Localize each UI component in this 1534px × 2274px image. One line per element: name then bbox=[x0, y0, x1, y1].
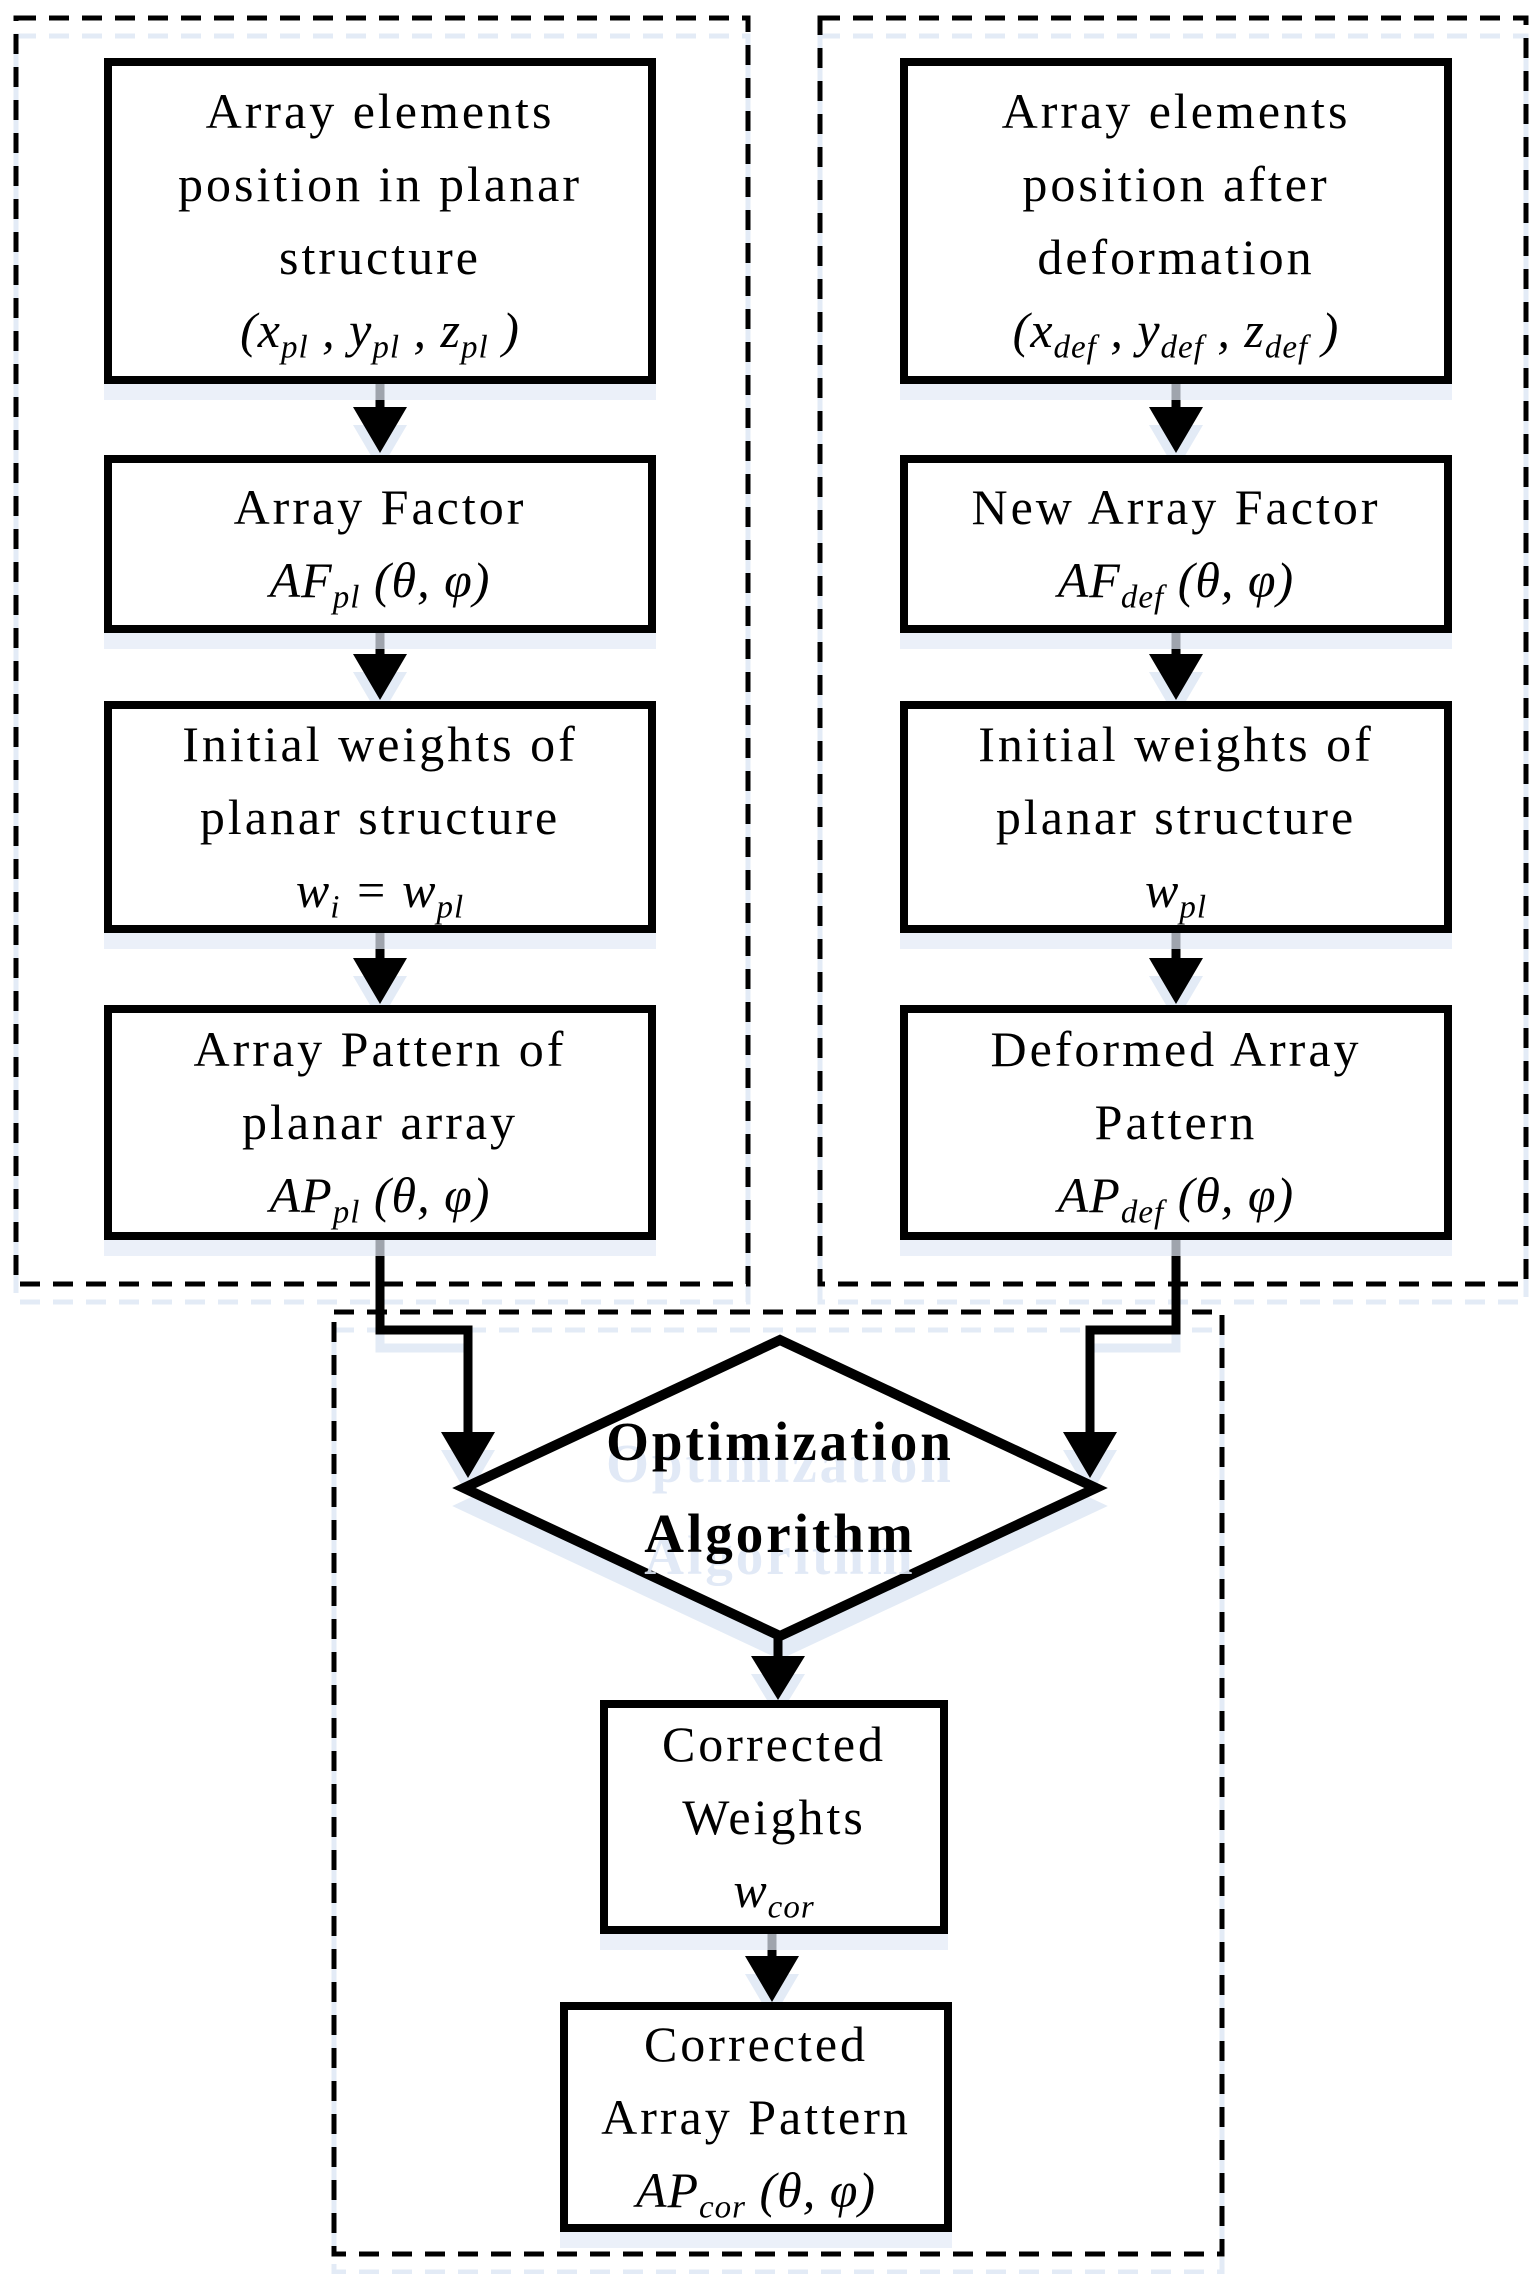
right-flow-arrow-3 bbox=[1149, 933, 1203, 1004]
box-text-line: Array Pattern of bbox=[193, 1021, 567, 1077]
box-text-line: Initial weights of bbox=[978, 715, 1374, 772]
left-connector-to-diamond bbox=[375, 1240, 495, 1478]
box-math-line: APcor (θ, φ) bbox=[635, 2161, 877, 2226]
box-math-line: (xdef , ydef , zdef ) bbox=[1012, 302, 1340, 366]
box-text-line: position in planar bbox=[178, 156, 582, 212]
box-math-line: AFpl (θ, φ) bbox=[269, 552, 491, 616]
diamond-to-weights-arrow bbox=[751, 1636, 805, 1700]
box-initial-weights-planar: Initial weights of planar structure wi =… bbox=[104, 701, 656, 933]
box-text-line: Array Factor bbox=[233, 479, 527, 535]
box-text-line: planar array bbox=[241, 1094, 519, 1150]
right-connector-to-diamond bbox=[1063, 1240, 1181, 1478]
left-flow-arrow-1 bbox=[353, 384, 407, 453]
box-math-line: wi = wpl bbox=[295, 861, 465, 926]
box-math-line: (xpl , ypl , zpl ) bbox=[240, 302, 520, 366]
box-new-array-factor: New Array Factor AFdef (θ, φ) bbox=[900, 455, 1452, 633]
box-text-line: Deformed Array bbox=[990, 1021, 1362, 1077]
box-array-pattern-planar: Array Pattern of planar array APpl (θ, φ… bbox=[104, 1005, 656, 1240]
box-deformed-array-pattern: Deformed Array Pattern APdef (θ, φ) bbox=[900, 1005, 1452, 1240]
box-math-line: AFdef (θ, φ) bbox=[1057, 552, 1295, 616]
box-text-line: planar structure bbox=[995, 788, 1357, 845]
box-text-line: planar structure bbox=[199, 788, 561, 845]
diamond-text-line: Optimization bbox=[606, 1411, 954, 1472]
box-math-line: APdef (θ, φ) bbox=[1057, 1167, 1295, 1231]
weights-to-pattern-arrow bbox=[745, 1934, 799, 2002]
box-text-line: New Array Factor bbox=[971, 479, 1381, 535]
box-deformed-elements-position: Array elements position after deformatio… bbox=[900, 58, 1452, 384]
right-flow-arrow-2 bbox=[1149, 633, 1203, 700]
box-text-line: structure bbox=[279, 229, 481, 285]
left-flow-arrow-2 bbox=[353, 633, 407, 700]
right-flow-arrow-1 bbox=[1149, 384, 1203, 453]
box-text-line: Pattern bbox=[1094, 1094, 1258, 1150]
box-text-line: position after bbox=[1022, 156, 1330, 212]
box-math-line: wpl bbox=[1144, 861, 1208, 926]
box-corrected-weights: Corrected Weights wcor bbox=[600, 1700, 948, 1934]
box-text-line: Initial weights of bbox=[182, 715, 578, 772]
box-text-line: Array elements bbox=[1001, 83, 1351, 139]
box-array-factor-planar: Array Factor AFpl (θ, φ) bbox=[104, 455, 656, 633]
optimization-algorithm-label: Optimization Algorithm bbox=[564, 1396, 996, 1580]
box-math-line: APpl (θ, φ) bbox=[269, 1167, 491, 1231]
left-flow-arrow-3 bbox=[353, 933, 407, 1004]
box-math-line: wcor bbox=[733, 1861, 815, 1926]
box-corrected-array-pattern: Corrected Array Pattern APcor (θ, φ) bbox=[560, 2002, 952, 2232]
box-text-line: deformation bbox=[1037, 229, 1315, 285]
box-text-line: Array Pattern bbox=[601, 2088, 911, 2145]
box-text-line: Array elements bbox=[205, 83, 555, 139]
box-text-line: Corrected bbox=[643, 2015, 869, 2072]
box-planar-elements-position: Array elements position in planar struct… bbox=[104, 58, 656, 384]
diamond-text-line: Algorithm bbox=[644, 1503, 916, 1564]
box-initial-weights-deformed: Initial weights of planar structure wpl bbox=[900, 701, 1452, 933]
box-text-line: Corrected bbox=[661, 1715, 887, 1772]
box-text-line: Weights bbox=[682, 1788, 866, 1845]
